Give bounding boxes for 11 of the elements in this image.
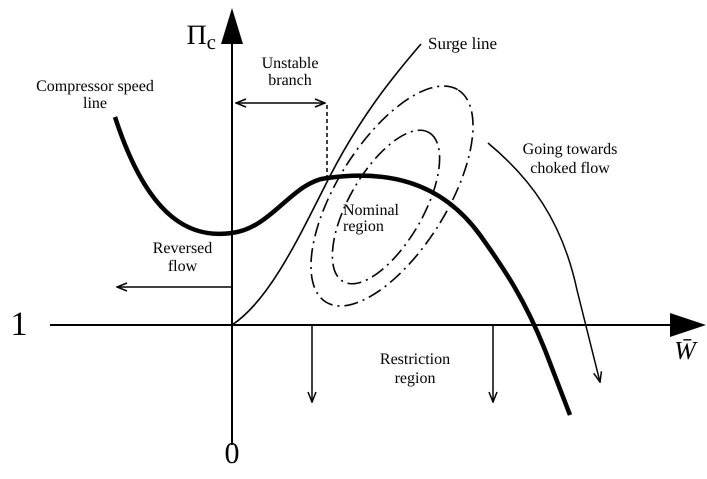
annotation-text: Unstable branch	[260, 55, 320, 89]
annotation-text: Compressor speed line	[35, 78, 155, 112]
tick-label: 0	[224, 436, 240, 472]
tick-label: 1	[10, 305, 28, 345]
annotation-text: Restriction region	[378, 350, 452, 388]
annotation-text: Nominal region	[343, 203, 400, 235]
annotation-text: Surge line	[428, 34, 498, 54]
annotation-text: Going towards choked flow	[522, 140, 618, 178]
axis-label: Π$_{c}$	[185, 20, 216, 52]
axis-label: W̄	[673, 336, 699, 366]
annotation-text: Reversed flow	[152, 240, 214, 276]
